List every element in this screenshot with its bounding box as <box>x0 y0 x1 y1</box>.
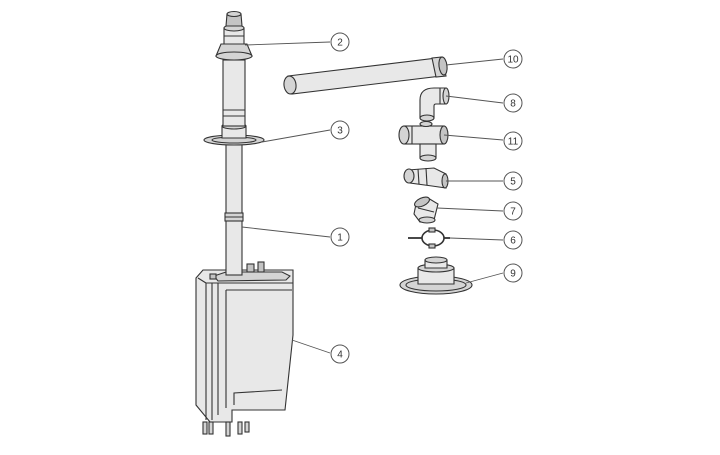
callout-label: 9 <box>510 269 516 280</box>
callout-label: 10 <box>507 55 519 66</box>
short-elbow <box>413 196 439 224</box>
tee-piece <box>398 120 449 162</box>
callout-6: 6 <box>503 230 523 250</box>
callout-label: 3 <box>337 126 343 137</box>
callout-7: 7 <box>503 201 523 221</box>
callout-label: 5 <box>510 177 516 188</box>
callout-label: 2 <box>337 38 343 49</box>
vertical-flue-pipe <box>224 139 244 276</box>
callout-4: 4 <box>330 344 350 364</box>
extension-pipe <box>283 56 448 95</box>
callout-9: 9 <box>503 263 523 283</box>
leader-lines <box>241 41 504 354</box>
callout-3: 3 <box>330 120 350 140</box>
callout-1: 1 <box>330 227 350 247</box>
elbow-90 <box>419 87 450 122</box>
callout-11: 11 <box>503 131 523 151</box>
callout-10: 10 <box>503 49 523 69</box>
callout-label: 7 <box>510 207 516 218</box>
vertical-terminal <box>215 10 253 127</box>
callout-2: 2 <box>330 32 350 52</box>
callout-label: 6 <box>510 236 516 247</box>
callout-label: 4 <box>337 350 343 361</box>
boiler-unit <box>195 261 294 437</box>
callout-8: 8 <box>503 93 523 113</box>
callout-label: 8 <box>510 99 516 110</box>
callout-label: 1 <box>337 233 343 244</box>
wall-bracket <box>408 227 450 249</box>
callout-label: 11 <box>508 137 519 148</box>
roof-flashing <box>399 256 473 295</box>
elbow-45 <box>403 167 449 189</box>
callout-5: 5 <box>503 171 523 191</box>
